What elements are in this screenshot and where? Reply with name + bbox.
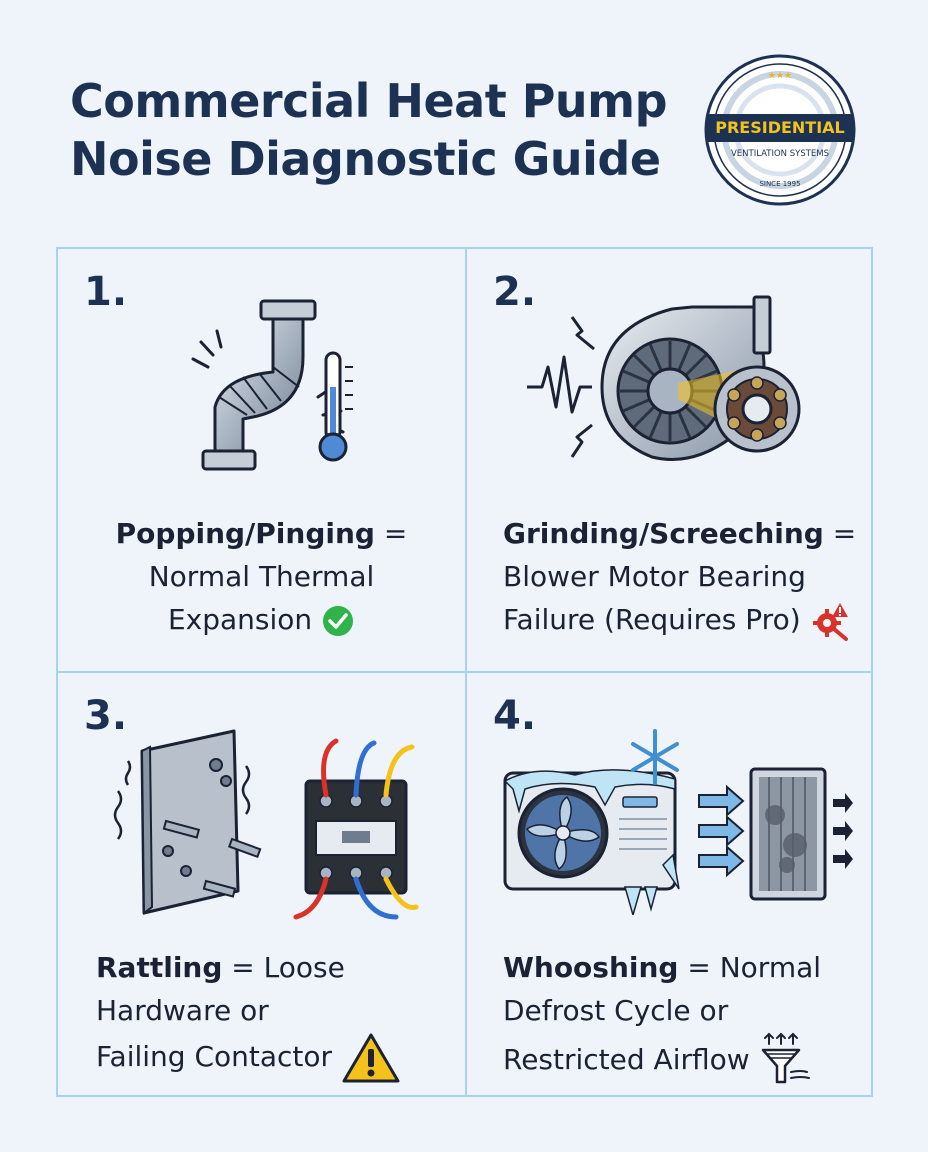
frosted-unit-filter-icon	[503, 729, 853, 915]
caption-line-3: Failure (Requires Pro)	[503, 603, 801, 636]
page-title-line-1: Commercial Heat Pump	[70, 74, 668, 128]
page-title: Commercial Heat Pump Noise Diagnostic Gu…	[70, 72, 668, 188]
noise-label: Grinding/Screeching	[503, 517, 824, 550]
panel-caption: Grinding/Screeching = Blower Motor Beari…	[503, 512, 856, 641]
caption-equals: =	[823, 517, 857, 550]
panel-rattling: 3.	[58, 673, 465, 1097]
logo-subtitle: VENTILATION SYSTEMS	[731, 149, 829, 159]
caption-equals: =	[374, 517, 408, 550]
panel-caption: Rattling = Loose Hardware or Failing Con…	[96, 946, 401, 1084]
caption-equals: = Normal	[678, 951, 822, 984]
noise-label: Rattling	[96, 951, 223, 984]
diagnostic-grid: 1. Popping/Pinging =	[56, 247, 873, 1097]
caption-line-3: Restricted Airflow	[503, 1043, 750, 1076]
caption-line-2: Defrost Cycle or	[503, 994, 729, 1027]
panel-number: 2.	[493, 269, 537, 315]
grid-divider-horizontal	[58, 671, 871, 673]
logo-since: SINCE 1995	[759, 180, 800, 188]
noise-label: Popping/Pinging	[115, 517, 375, 550]
blower-fan-bearing-icon	[527, 295, 801, 461]
panel-caption: Whooshing = Normal Defrost Cycle or Rest…	[503, 946, 821, 1090]
panel-caption: Popping/Pinging = Normal Thermal Expansi…	[58, 512, 465, 641]
logo-name: PRESIDENTIAL	[715, 118, 845, 137]
panel-whooshing: 4.	[467, 673, 873, 1097]
check-circle-icon	[323, 606, 354, 636]
presidential-logo: ★★★ PRESIDENTIAL VENTILATION SYSTEMS SIN…	[704, 54, 856, 206]
gear-wrench-alert-icon	[812, 603, 848, 641]
caption-line-3: Expansion	[167, 603, 313, 636]
panel-grinding: 2.	[467, 249, 874, 671]
noise-label: Whooshing	[503, 951, 679, 984]
caption-line-2: Blower Motor Bearing	[503, 560, 806, 593]
panel-number: 4.	[493, 693, 537, 739]
panel-popping: 1. Popping/Pinging =	[58, 249, 465, 671]
elbow-pipe-thermometer-icon	[191, 299, 353, 471]
warning-triangle-icon	[342, 1033, 400, 1083]
logo-stars: ★★★	[768, 71, 792, 81]
page-title-line-2: Noise Diagnostic Guide	[70, 132, 661, 186]
loose-panel-contactor-icon	[113, 729, 419, 920]
caption-equals: = Loose	[222, 951, 345, 984]
filter-funnel-icon	[761, 1032, 810, 1084]
caption-line-2: Normal Thermal	[148, 560, 375, 593]
panel-number: 3.	[84, 693, 128, 739]
caption-line-3: Failing Contactor	[96, 1040, 333, 1073]
panel-number: 1.	[84, 269, 128, 315]
caption-line-2: Hardware or	[96, 994, 269, 1027]
